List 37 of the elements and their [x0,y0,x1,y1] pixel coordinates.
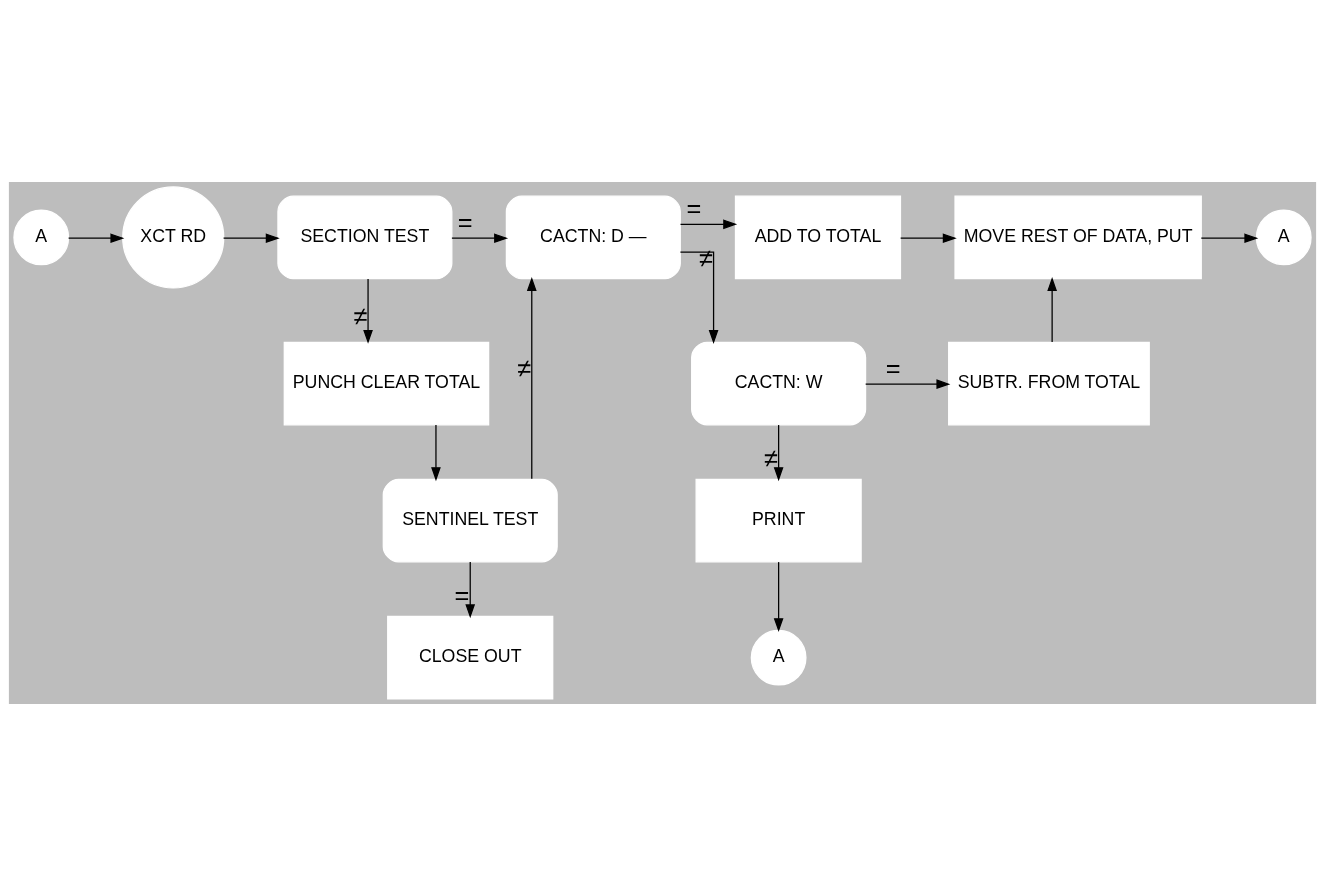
arrow [431,424,441,482]
node-box: PUNCH CLEAR TOTAL [283,341,490,426]
arrow [67,233,125,244]
arrow [679,251,719,344]
arrow [865,379,951,390]
node-box: CLOSE OUT [387,615,554,700]
arrow [1200,233,1259,244]
edge-label: ≠ [353,302,368,331]
edge-label: = [454,580,470,609]
arrow [465,561,476,619]
node-circle: XCT RD [122,186,225,289]
node-box: SUBTR. FROM TOTAL [948,341,1150,426]
node-box: PRINT [695,478,862,563]
arrow [451,233,509,244]
arrow [222,233,280,244]
edge-label: ≠ [699,244,713,273]
edge-label: ≠ [764,443,778,472]
arrow [773,424,784,482]
node-circle: A [750,629,807,686]
edge-label: ≠ [517,353,532,382]
node-circle: A [1255,209,1312,266]
node-box: MOVE REST OF DATA, PUT [954,195,1202,280]
node-box: ADD TO TOTAL [734,195,902,280]
node-circle: A [13,209,70,266]
arrow [363,278,373,344]
node-box: SECTION TEST [277,195,453,280]
edge-label: = [457,207,473,236]
arrow [1047,277,1058,343]
edge-label: = [885,353,901,382]
node-box: CACTN: D — [505,195,681,280]
arrow [773,561,784,633]
edge-label: = [686,193,702,222]
node-box: CACTN: W [691,341,867,426]
node-box: SENTINEL TEST [382,478,558,563]
arrow [900,233,957,244]
arrow [679,219,738,230]
arrow [526,276,537,480]
